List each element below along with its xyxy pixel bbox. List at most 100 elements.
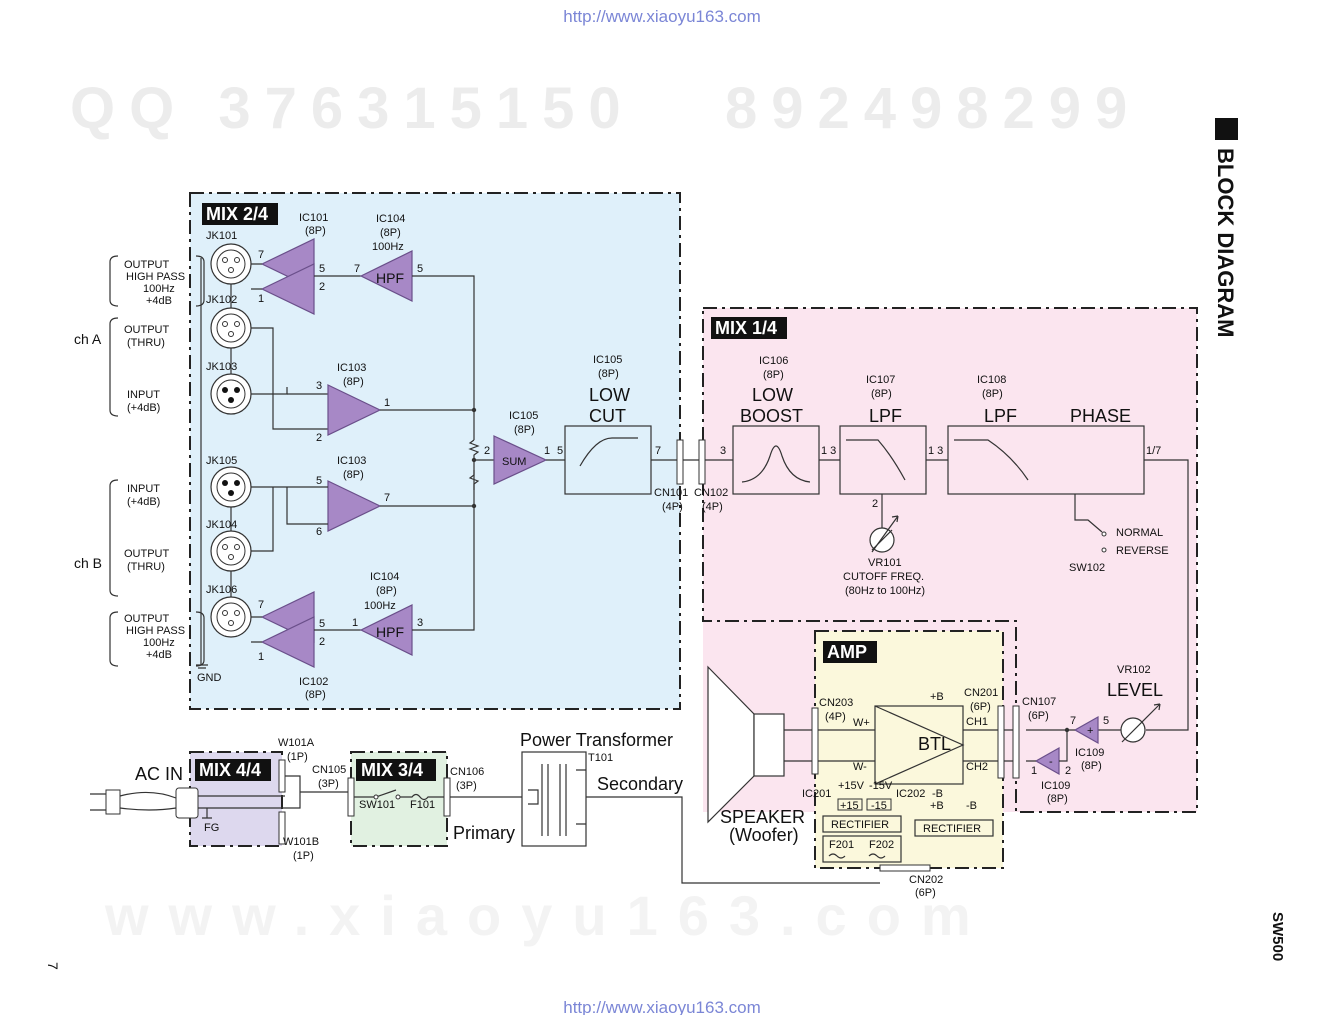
jk104-xlr-jack[interactable] xyxy=(210,530,252,572)
ic106-label: IC106 xyxy=(759,355,788,367)
chb-output-hp-2: HIGH PASS xyxy=(126,625,185,637)
footer-url[interactable]: http://www.xiaoyu163.com xyxy=(563,998,760,1015)
vr101-pin2: 2 xyxy=(872,498,878,510)
jk102-label: JK102 xyxy=(206,294,237,306)
secondary-label: Secondary xyxy=(597,774,683,794)
page-title: BLOCK DIAGRAM xyxy=(1213,148,1238,337)
cn201-label: CN201 xyxy=(964,687,998,699)
ic109-minus-sign: - xyxy=(1049,756,1053,768)
jk106-xlr-jack[interactable] xyxy=(210,596,252,638)
gnd-label: GND xyxy=(197,672,222,684)
jk102-xlr-jack[interactable] xyxy=(210,307,252,349)
ic104-top-pkg: (8P) xyxy=(380,227,401,239)
ic101-label: IC101 xyxy=(299,212,328,224)
watermark-top: QQ 376315150 892498299 xyxy=(70,76,1141,141)
ic108-label: IC108 xyxy=(977,374,1006,386)
ic102-label: IC102 xyxy=(299,676,328,688)
chb-thru-2: (THRU) xyxy=(127,561,165,573)
lpf2-pins: 1 3 xyxy=(928,445,943,457)
ic105-sum-label: IC105 xyxy=(509,410,538,422)
ic106-pkg: (8P) xyxy=(763,369,784,381)
ic109-pin7: 7 xyxy=(1070,715,1076,727)
mix3-label: MIX 3/4 xyxy=(361,760,423,780)
vr101-label: VR101 xyxy=(868,557,902,569)
speaker-icon xyxy=(707,665,785,824)
cn201-pins: (6P) xyxy=(970,701,991,713)
ic104-bot-hz: 100Hz xyxy=(364,600,396,612)
ic103-b-pkg: (8P) xyxy=(343,469,364,481)
sum-pin1: 1 xyxy=(544,445,550,457)
woofer-label: (Woofer) xyxy=(729,825,799,845)
sum-pin2: 2 xyxy=(484,445,490,457)
ic103-amp-a xyxy=(327,384,382,436)
ic101-pkg: (8P) xyxy=(305,225,326,237)
ic109-plus-sign: + xyxy=(1087,725,1093,737)
ch-b-label: ch B xyxy=(74,555,102,571)
rectifier-1 xyxy=(822,815,902,833)
cn202-pins: (6P) xyxy=(915,887,936,899)
speaker-label: SPEAKER xyxy=(720,807,805,827)
ch-a-label: ch A xyxy=(74,331,102,347)
f101-label: F101 xyxy=(410,799,435,811)
chb-output-hp-3: 100Hz xyxy=(143,637,175,649)
sw102-normal[interactable]: NORMAL xyxy=(1116,527,1163,539)
cn106-label: CN106 xyxy=(450,766,484,778)
sw101-label[interactable]: SW101 xyxy=(359,799,395,811)
jk101-xlr-jack[interactable] xyxy=(210,243,252,285)
cha-thru-1: OUTPUT xyxy=(124,324,170,336)
cn102-pins: (4P) xyxy=(702,501,723,513)
fg-label: FG xyxy=(204,822,219,834)
ic109-a-pkg: (8P) xyxy=(1081,760,1102,772)
rectifier-2 xyxy=(914,819,994,837)
ic105-lowcut-label: IC105 xyxy=(593,354,622,366)
cn105-label: CN105 xyxy=(312,764,346,776)
ic101-pin5: 5 xyxy=(319,263,325,275)
sw102-reverse[interactable]: REVERSE xyxy=(1116,545,1169,557)
header-url[interactable]: http://www.xiaoyu163.com xyxy=(563,7,760,26)
btl-ch2: CH2 xyxy=(966,761,988,773)
sw102-label: SW102 xyxy=(1069,562,1105,574)
ic109-amp-plus xyxy=(1073,715,1099,745)
lowcut-pin7: 7 xyxy=(655,445,661,457)
boost-pin3: 3 xyxy=(720,445,726,457)
w101b-pins: (1P) xyxy=(293,850,314,862)
cn107-pins: (6P) xyxy=(1028,710,1049,722)
sum-amp xyxy=(493,435,548,485)
cutoff-range-label: (80Hz to 100Hz) xyxy=(845,585,925,597)
ic104-top-pin7: 7 xyxy=(354,263,360,275)
ic102-pin2: 2 xyxy=(319,636,325,648)
vr102-label: VR102 xyxy=(1117,664,1151,676)
ic103-a-pin3: 3 xyxy=(316,380,322,392)
ic104-bot-pkg: (8P) xyxy=(376,585,397,597)
rail-p15v: +15V xyxy=(838,780,865,792)
ic102-pkg: (8P) xyxy=(305,689,326,701)
jk105-label: JK105 xyxy=(206,455,237,467)
model-name: SW500 xyxy=(1269,912,1286,961)
sum-label: SUM xyxy=(502,456,526,468)
cha-output-hp-3: 100Hz xyxy=(143,283,175,295)
low-boost-label-1: LOW xyxy=(752,385,793,405)
cn106-pins: (3P) xyxy=(456,780,477,792)
cn102-label: CN102 xyxy=(694,487,728,499)
vr102-knob[interactable] xyxy=(1120,717,1146,743)
watermark-bottom: www.xiaoyu163.com xyxy=(104,884,991,947)
cn105-pins: (3P) xyxy=(318,778,339,790)
mix2-label: MIX 2/4 xyxy=(206,204,268,224)
ic104-bot-pin1: 1 xyxy=(352,617,358,629)
amp-block xyxy=(815,631,1003,868)
btl-ch1: CH1 xyxy=(966,716,988,728)
jk101-label: JK101 xyxy=(206,230,237,242)
btl-wplus: W+ xyxy=(853,717,870,729)
mix1-label: MIX 1/4 xyxy=(715,318,777,338)
ic101-amp-b xyxy=(260,263,315,315)
ic108-pkg: (8P) xyxy=(982,388,1003,400)
jk103-xlr-jack[interactable] xyxy=(210,373,252,415)
ic109-b-pkg: (8P) xyxy=(1047,793,1068,805)
jk105-xlr-jack[interactable] xyxy=(210,466,252,508)
rectifier-1-label: RECTIFIER xyxy=(831,819,889,831)
power-transformer-label: Power Transformer xyxy=(520,730,673,750)
ac-in-label: AC IN xyxy=(135,764,183,784)
ic103-a-pin1: 1 xyxy=(384,397,390,409)
mix1-border xyxy=(702,307,1198,813)
